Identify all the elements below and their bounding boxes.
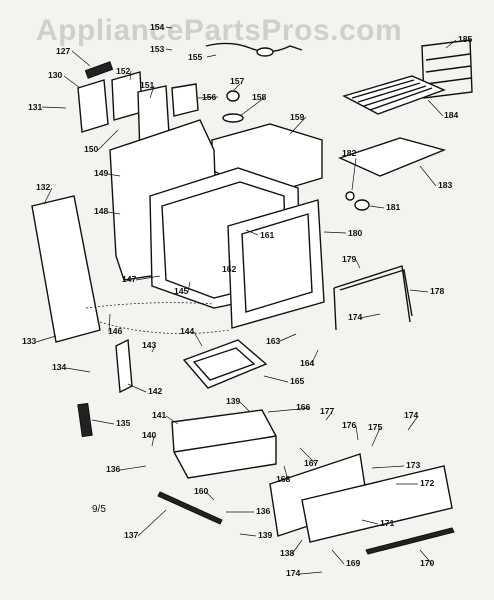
callout-154: 154 <box>150 22 165 32</box>
callout-155: 155 <box>188 52 203 62</box>
part-rail <box>157 491 223 525</box>
callout-139: 139 <box>226 396 241 406</box>
callout-140: 140 <box>142 430 157 440</box>
part-knob <box>226 90 240 102</box>
part-hinge <box>115 338 133 394</box>
callout-174c: 174 <box>286 568 301 578</box>
callout-142: 142 <box>148 386 163 396</box>
callout-139b: 139 <box>258 530 273 540</box>
part-cord <box>205 42 303 53</box>
callout-133: 133 <box>22 336 37 346</box>
callout-178: 178 <box>430 286 445 296</box>
callout-161: 161 <box>260 230 275 240</box>
callout-164: 164 <box>300 358 315 368</box>
callout-159: 159 <box>290 112 305 122</box>
callout-156: 156 <box>202 92 217 102</box>
callout-138: 138 <box>280 548 295 558</box>
callout-150: 150 <box>84 144 99 154</box>
callout-184: 184 <box>444 110 459 120</box>
callout-145: 145 <box>174 286 189 296</box>
callout-163: 163 <box>266 336 281 346</box>
callout-143: 143 <box>142 340 157 350</box>
callout-185: 185 <box>458 34 473 44</box>
part-rail-170 <box>365 527 455 555</box>
callout-181: 181 <box>386 202 401 212</box>
callout-173: 173 <box>406 460 421 470</box>
callout-160: 160 <box>194 486 209 496</box>
callout-127: 127 <box>56 46 71 56</box>
part-bracket <box>77 79 109 133</box>
callout-174: 174 <box>348 312 363 322</box>
part-bulb <box>345 191 355 201</box>
callout-167: 167 <box>304 458 319 468</box>
part-broiler-rack <box>342 75 446 115</box>
callout-152: 152 <box>116 66 131 76</box>
callout-158: 158 <box>252 92 267 102</box>
part-ring <box>222 113 244 123</box>
part-strip <box>77 402 93 438</box>
callout-157: 157 <box>230 76 245 86</box>
part-pan <box>338 137 447 177</box>
corner-note: 9/5 <box>92 504 106 515</box>
callout-175: 175 <box>368 422 383 432</box>
callout-137: 137 <box>124 530 139 540</box>
part-drawer-panel <box>301 465 453 543</box>
callout-162: 162 <box>222 264 237 274</box>
callout-131: 131 <box>28 102 43 112</box>
callout-147: 147 <box>122 274 137 284</box>
callout-132: 132 <box>36 182 51 192</box>
callout-149: 149 <box>94 168 109 178</box>
callout-144: 144 <box>180 326 195 336</box>
part-handle <box>84 61 114 79</box>
callout-180: 180 <box>348 228 363 238</box>
callout-168: 168 <box>276 474 291 484</box>
callout-182: 182 <box>342 148 357 158</box>
callout-174b: 174 <box>404 410 419 420</box>
callout-148: 148 <box>94 206 109 216</box>
callout-172: 172 <box>420 478 435 488</box>
part-door <box>31 195 101 343</box>
part-seal <box>333 265 411 331</box>
callout-136: 136 <box>106 464 121 474</box>
callout-130: 130 <box>48 70 63 80</box>
callout-153: 153 <box>150 44 165 54</box>
callout-136b: 136 <box>256 506 271 516</box>
callout-166: 166 <box>296 402 311 412</box>
callout-177: 177 <box>320 406 335 416</box>
callout-134: 134 <box>52 362 67 372</box>
part-drip-pan <box>182 339 268 389</box>
callout-165: 165 <box>290 376 305 386</box>
callout-170: 170 <box>420 558 435 568</box>
callout-176: 176 <box>342 420 357 430</box>
watermark: AppliancePartsPros.com <box>36 14 403 47</box>
callout-135: 135 <box>116 418 131 428</box>
callout-179: 179 <box>342 254 357 264</box>
part-panel-156 <box>171 83 199 117</box>
callout-169: 169 <box>346 558 361 568</box>
callout-183: 183 <box>438 180 453 190</box>
callout-171: 171 <box>380 518 395 528</box>
callout-141: 141 <box>152 410 167 420</box>
callout-146: 146 <box>108 326 123 336</box>
callout-151: 151 <box>140 80 155 90</box>
